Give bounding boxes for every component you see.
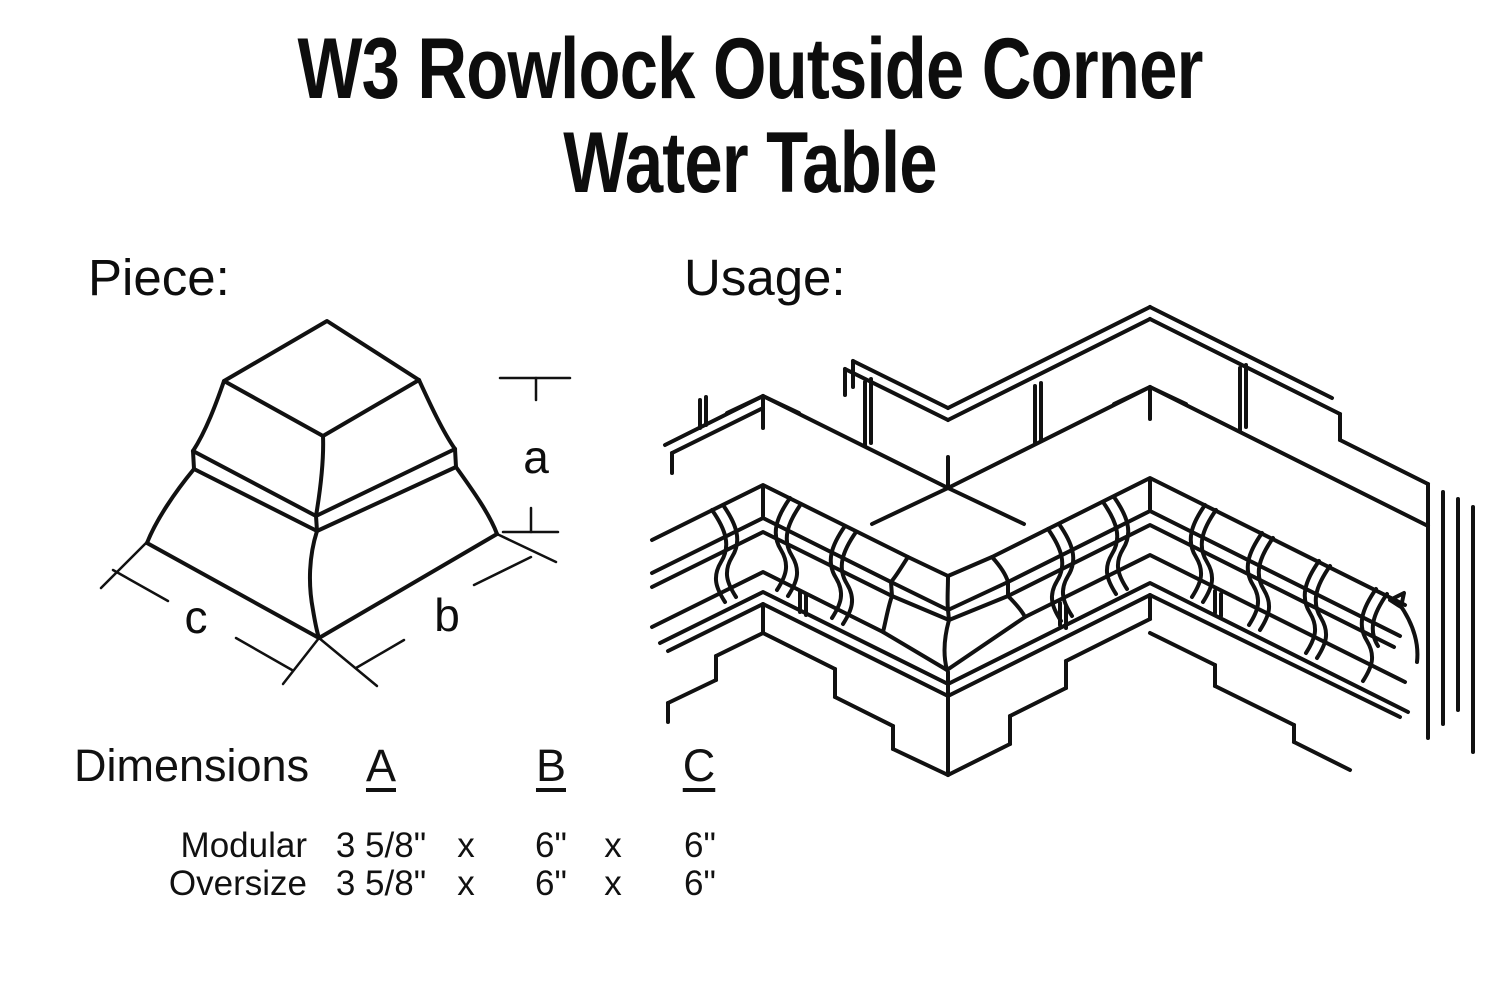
dimension-label-b: b — [434, 589, 460, 641]
row-name: Modular — [180, 826, 307, 865]
separator-x: x — [604, 864, 622, 903]
row-value-a: 3 5/8" — [335, 826, 427, 865]
piece-dimension-marks — [99, 376, 572, 688]
row-value-b: 6" — [535, 826, 567, 865]
dimension-label-c: c — [184, 591, 208, 643]
page-title: W3 Rowlock Outside Corner Water Table — [150, 22, 1350, 210]
piece-section-label: Piece: — [88, 249, 230, 306]
row-value-a: 3 5/8" — [335, 864, 427, 903]
separator-x: x — [457, 826, 475, 865]
piece-diagram — [99, 319, 572, 688]
column-header-c: C — [682, 740, 716, 791]
separator-x: x — [604, 826, 622, 865]
row-value-c: 6" — [684, 826, 716, 865]
usage-diagram — [650, 305, 1475, 777]
usage-section-label: Usage: — [684, 249, 846, 306]
dimension-label-a: a — [523, 431, 549, 483]
column-header-a: A — [365, 740, 396, 791]
column-header-b: B — [535, 740, 566, 791]
separator-x: x — [457, 864, 475, 903]
row-value-c: 6" — [684, 864, 716, 903]
highlighted-corner-piece — [881, 555, 1027, 672]
page-title-line1: W3 Rowlock Outside Corner — [297, 21, 1203, 117]
dimensions-table-heading: Dimensions — [74, 740, 310, 791]
row-value-b: 6" — [535, 864, 567, 903]
page-title-line2: Water Table — [563, 115, 937, 211]
highlighted-corner-piece-body — [881, 555, 1027, 672]
row-name: Oversize — [168, 864, 307, 903]
